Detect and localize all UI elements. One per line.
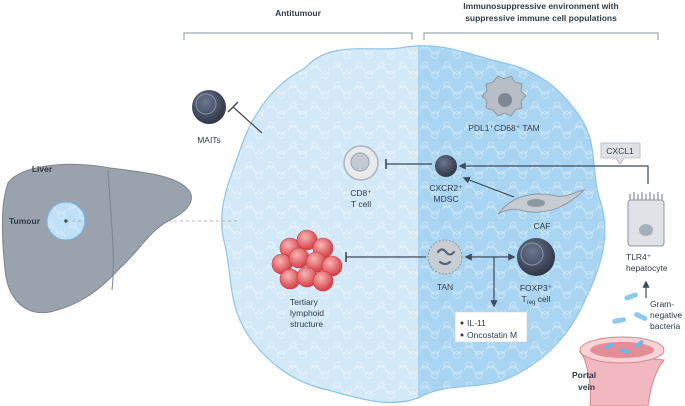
- mait-inhibition-line: [232, 106, 263, 134]
- cxcl1-label: CXCL1: [606, 146, 634, 156]
- bacteria-label-line3: bacteria: [650, 321, 681, 331]
- portal-vein-label-line2: vein: [578, 382, 595, 392]
- gram-negative-bacteria: [612, 292, 648, 324]
- mdsc-label-line2: MDSC: [433, 194, 458, 204]
- hepatocyte-cell: [627, 192, 665, 247]
- cd8-t-cell: [343, 145, 379, 181]
- cxcl1-recruitment-arrow: [458, 162, 649, 184]
- tls-label-line2: lymphoid: [290, 308, 324, 318]
- treg-cell: [517, 238, 555, 276]
- tan-cell: [427, 239, 463, 275]
- hepatocyte-label-line1: TLR4⁺: [626, 252, 652, 262]
- cd8-label-line1: CD8⁺: [350, 188, 372, 198]
- portal-vein-label-line1: Portal: [572, 370, 596, 380]
- portal-vein: [578, 336, 665, 406]
- bacteria-label-line1: Gram-: [650, 299, 674, 309]
- caf-label: CAF: [534, 221, 551, 231]
- liver-organ: [1, 163, 238, 314]
- tam-cell: [481, 75, 527, 117]
- maits-label: MAITs: [197, 135, 221, 145]
- immunosuppressive-header-line1: Immunosuppressive environment with: [463, 1, 618, 11]
- mdsc-label-line1: CXCR2⁺: [429, 183, 463, 193]
- mait-inhibition-bar: [227, 101, 239, 113]
- immunosuppressive-header-line2: suppressive immune cell populations: [465, 13, 617, 23]
- mait-cell: [192, 90, 226, 124]
- tls-label-line3: structure: [290, 319, 323, 329]
- caf-mdsc-arrow: [462, 176, 515, 198]
- tumour-mass: [221, 45, 606, 404]
- liver-shape: [1, 163, 192, 314]
- treg-label-line2: Treg cell: [522, 294, 551, 306]
- tan-label: TAN: [437, 282, 453, 292]
- bacteria-label-line2: negative: [650, 310, 682, 320]
- cxcl1-callout: [600, 142, 641, 165]
- immunosuppressive-bracket: [423, 32, 659, 40]
- mdsc-cell: [435, 155, 457, 177]
- tumour-label: Tumour: [9, 216, 41, 226]
- antitumour-bracket: [183, 32, 413, 40]
- antitumour-header: Antitumour: [275, 8, 321, 18]
- liver-label: Liver: [32, 164, 53, 174]
- treg-label-line1: FOXP3⁺: [520, 283, 553, 293]
- cytokine-item: Oncostatin M: [467, 330, 517, 340]
- tls-label-line1: Tertiary: [290, 297, 319, 307]
- tam-label: PDL1⁺CD68⁺ TAM: [468, 123, 540, 133]
- cd8-label-line2: T cell: [351, 199, 371, 209]
- cytokine-item: IL-11: [467, 318, 486, 328]
- caf-cell: [497, 189, 586, 215]
- hepatocyte-label-line2: hepatocyte: [626, 263, 668, 273]
- tls-cluster: [271, 229, 343, 292]
- cytokine-box: [454, 311, 528, 343]
